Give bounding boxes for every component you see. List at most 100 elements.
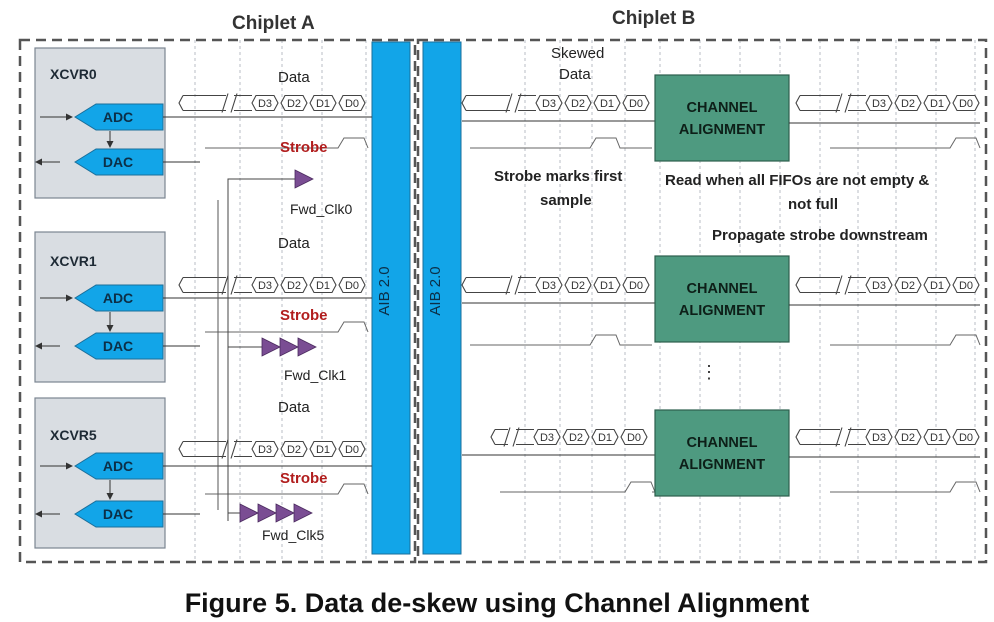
bus-line	[466, 94, 510, 112]
bus-line	[800, 276, 840, 294]
strobe-label: Strobe	[280, 470, 328, 487]
sample-label: D1	[930, 432, 944, 444]
clock-arrow-icon	[297, 337, 317, 357]
sample-cell	[865, 276, 893, 294]
sample-cell	[593, 276, 621, 294]
sample-label: D2	[287, 444, 301, 456]
sample-cell	[923, 94, 951, 112]
strobe-waveform	[470, 334, 652, 346]
bus-line	[518, 94, 536, 112]
sample-label: D3	[872, 432, 886, 444]
bus-end	[178, 95, 184, 111]
sample-label: D2	[571, 98, 585, 110]
annotation-strobe-first: Strobe marks first	[494, 168, 622, 185]
data-label: Data	[278, 399, 310, 416]
sample-label: D0	[345, 280, 359, 292]
sample-label: D1	[930, 280, 944, 292]
bus-line	[183, 276, 226, 294]
strobe-waveform	[830, 334, 981, 346]
strobe-waveform	[830, 481, 981, 493]
sample-label: D1	[600, 98, 614, 110]
sample-cell	[309, 440, 337, 458]
sample-label: D0	[959, 280, 973, 292]
chiplet-a-title: Chiplet A	[232, 13, 315, 34]
strobe-waveform	[205, 483, 369, 495]
xcvr-name: XCVR0	[50, 66, 97, 82]
bus-line	[495, 428, 508, 446]
skewed-label: Skewed	[551, 45, 604, 62]
bus-line	[183, 94, 226, 112]
bus-end	[795, 277, 801, 293]
strobe-waveform	[500, 481, 656, 493]
sample-cell	[894, 94, 922, 112]
annotation-strobe-first: sample	[540, 192, 592, 209]
sample-cell	[280, 94, 308, 112]
channel-alignment-label: CHANNEL	[687, 435, 758, 451]
sample-cell	[251, 276, 279, 294]
channel-alignment-label: ALIGNMENT	[679, 122, 765, 138]
sample-label: D1	[316, 444, 330, 456]
dac-label: DAC	[103, 506, 133, 522]
sample-label: D2	[569, 432, 583, 444]
sample-cell	[338, 94, 366, 112]
bus-end	[490, 429, 496, 445]
bus-break	[221, 439, 238, 459]
clock-arrow-icon	[293, 503, 313, 523]
sample-cell	[309, 94, 337, 112]
sample-cell	[894, 428, 922, 446]
bus-line	[848, 428, 866, 446]
sample-cell	[251, 440, 279, 458]
bus-break	[221, 275, 238, 295]
sample-cell	[564, 276, 592, 294]
sample-label: D0	[959, 98, 973, 110]
clock-arrow-icon	[261, 337, 281, 357]
bus-line	[234, 440, 252, 458]
channel-alignment-block	[654, 409, 790, 497]
sample-label: D0	[629, 280, 643, 292]
sample-label: D3	[542, 280, 556, 292]
annotation-propagate: Propagate strobe downstream	[712, 227, 928, 244]
annotation-read-rule: Read when all FIFOs are not empty &	[665, 172, 929, 189]
sample-cell	[894, 276, 922, 294]
sample-label: D1	[316, 98, 330, 110]
sample-cell	[865, 428, 893, 446]
sample-cell	[622, 276, 650, 294]
data-label: Data	[278, 235, 310, 252]
clock-arrow-icon	[279, 337, 299, 357]
bus-line	[848, 276, 866, 294]
fwd-clk-label: Fwd_Clk1	[284, 367, 346, 383]
bus-end	[178, 441, 184, 457]
strobe-waveform	[470, 137, 652, 149]
sample-cell	[952, 276, 980, 294]
channel-alignment-label: CHANNEL	[687, 281, 758, 297]
strobe-waveform	[205, 321, 369, 333]
sample-cell	[564, 94, 592, 112]
strobe-waveform	[205, 137, 369, 149]
sample-label: D3	[258, 98, 272, 110]
sample-label: D3	[542, 98, 556, 110]
sample-cell	[280, 440, 308, 458]
sample-cell	[338, 440, 366, 458]
sample-label: D1	[930, 98, 944, 110]
strobe-waveform	[830, 137, 981, 149]
chiplet-b-title: Chiplet B	[612, 8, 695, 29]
bus-line	[466, 276, 510, 294]
dac-label: DAC	[103, 338, 133, 354]
strobe-label: Strobe	[280, 139, 328, 156]
fwd-clk-label: Fwd_Clk5	[262, 527, 324, 543]
sample-label: D0	[959, 432, 973, 444]
sample-label: D3	[258, 444, 272, 456]
bus-end	[461, 95, 467, 111]
chiplet-a-border	[18, 38, 417, 564]
bus-line	[518, 276, 536, 294]
sample-cell	[923, 276, 951, 294]
bus-end	[461, 277, 467, 293]
sample-label: D0	[345, 98, 359, 110]
bus-break	[221, 93, 238, 113]
sample-label: D2	[571, 280, 585, 292]
sample-label: D1	[316, 280, 330, 292]
